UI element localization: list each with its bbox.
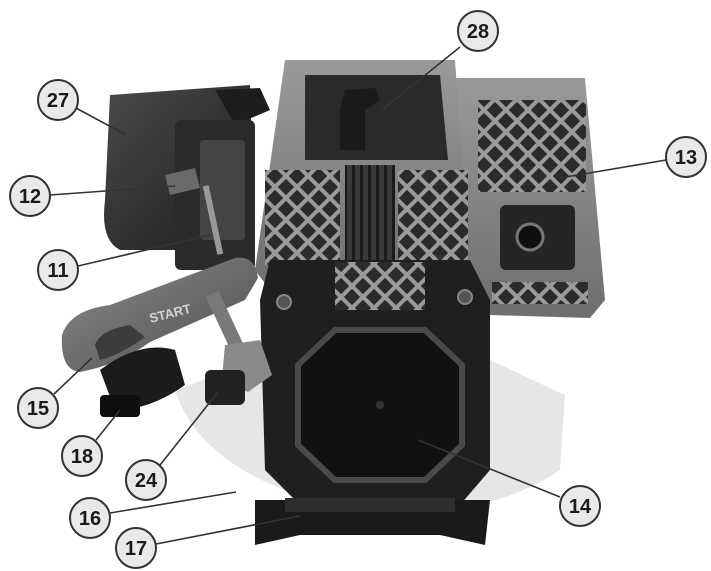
top-frame-opening xyxy=(305,75,448,160)
stop-switch-base xyxy=(100,395,140,417)
bolt-left xyxy=(276,294,292,310)
callout-label-18: 18 xyxy=(71,446,93,468)
callout-label-11: 11 xyxy=(47,260,68,282)
callout-label-28: 28 xyxy=(467,21,489,43)
callout-16: 16 xyxy=(69,491,237,539)
cylinder-fins xyxy=(345,165,395,260)
callout-label-27: 27 xyxy=(47,90,69,112)
tank-cap xyxy=(215,88,270,125)
callout-12: 12 xyxy=(9,175,176,217)
choke-lever xyxy=(165,168,200,195)
callout-28: 28 xyxy=(381,10,499,111)
callout-17: 17 xyxy=(115,515,301,569)
spark-plug-boot xyxy=(340,88,380,150)
throttle-rod xyxy=(202,185,224,255)
callout-24: 24 xyxy=(125,391,219,501)
muffler-lower-grille xyxy=(492,282,588,304)
frame-grille-left xyxy=(265,170,340,265)
callout-14: 14 xyxy=(417,439,601,527)
callout-label-12: 12 xyxy=(19,186,41,208)
stop-switch-knob xyxy=(100,347,185,410)
exhaust-outlet xyxy=(515,222,545,252)
bolt-right xyxy=(457,289,473,305)
callout-18: 18 xyxy=(61,409,121,477)
callout-label-13: 13 xyxy=(675,147,697,169)
recoil-center xyxy=(376,401,384,409)
callout-label-15: 15 xyxy=(27,398,49,420)
callout-27: 27 xyxy=(37,79,127,136)
callout-11: 11 xyxy=(37,234,211,291)
callout-label-16: 16 xyxy=(79,508,101,530)
callout-label-24: 24 xyxy=(135,470,158,492)
muffler-grille xyxy=(478,100,586,192)
callout-13: 13 xyxy=(559,136,707,179)
callout-label-17: 17 xyxy=(125,538,147,560)
grip-inner xyxy=(95,325,145,360)
recoil-top-vents xyxy=(335,262,425,310)
callout-15: 15 xyxy=(17,357,93,429)
callout-label-14: 14 xyxy=(569,496,592,518)
frame-grille-right xyxy=(398,170,468,265)
base-foot-top xyxy=(285,498,455,512)
